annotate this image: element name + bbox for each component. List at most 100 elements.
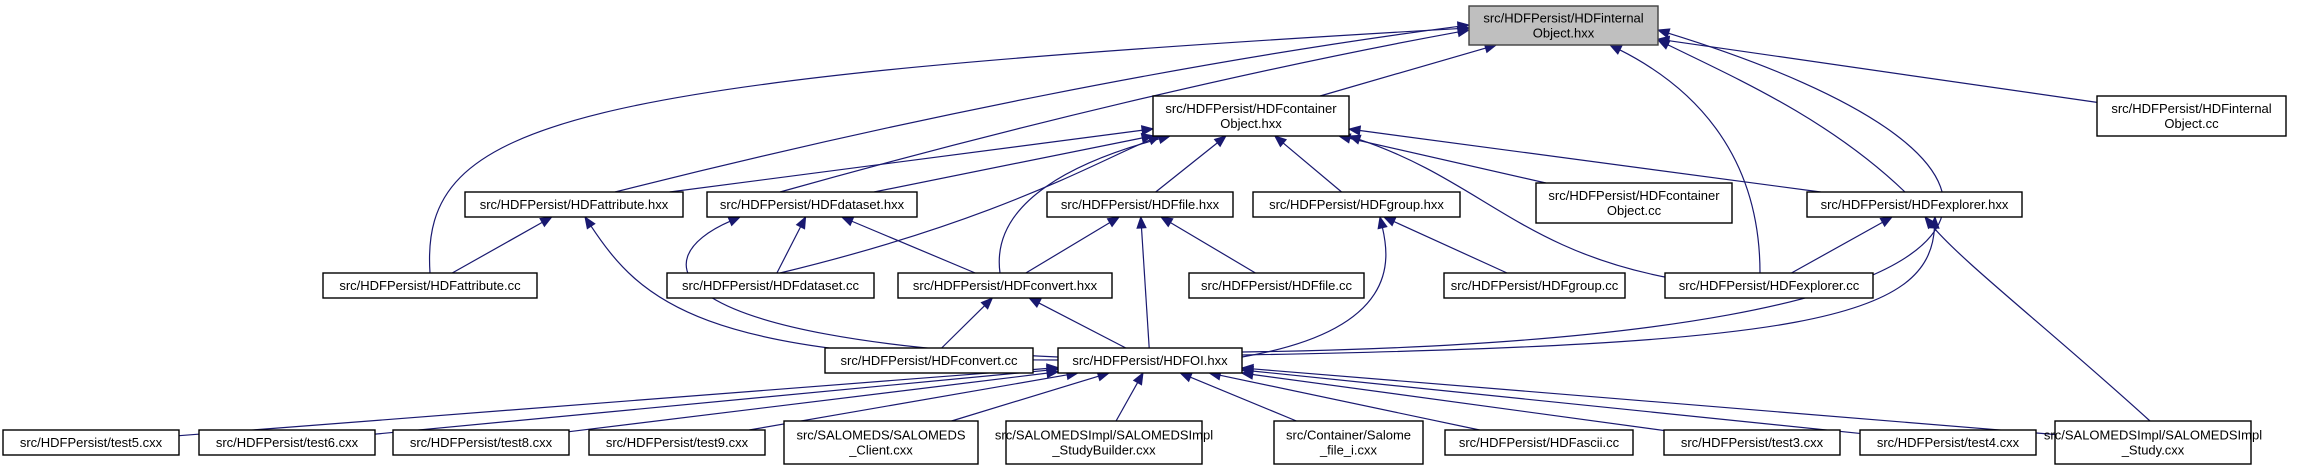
edge-line	[873, 137, 1144, 193]
arrowhead-icon	[1136, 215, 1147, 229]
node-box	[1664, 272, 1874, 299]
edge-line	[1791, 221, 1884, 274]
node-test4[interactable]: src/HDFPersist/test4.cxx	[1859, 429, 2037, 456]
node-box	[706, 191, 918, 218]
edge-line	[1218, 374, 1480, 431]
edge-salomeds_client-to-OI_hxx	[951, 371, 1111, 422]
arrowhead-icon	[1132, 371, 1144, 386]
node-explorer-cc[interactable]: src/HDFPersist/HDFexplorer.cc	[1664, 272, 1874, 299]
node-OI-hxx[interactable]: src/HDFPersist/HDFOI.hxx	[1057, 347, 1243, 374]
node-dataset-cc[interactable]: src/HDFPersist/HDFdataset.cc	[666, 272, 875, 299]
edge-file_hxx-to-containerObject_hxx	[1155, 135, 1227, 193]
node-box	[2, 429, 180, 456]
edge-attribute_hxx-to-containerObject_hxx	[669, 125, 1155, 193]
edge-test8-to-OI_hxx	[568, 367, 1060, 433]
node-file-cc[interactable]: src/HDFPersist/HDFfile.cc	[1188, 272, 1365, 299]
edge-explorer_cc-to-containerObject_hxx	[1347, 134, 1671, 279]
edge-line	[1282, 141, 1342, 193]
edges-layer	[178, 21, 2151, 437]
edge-attribute_cc-to-internalObject_hxx	[428, 23, 1471, 274]
node-salome-file[interactable]: src/Container/Salome_file_i.cxx	[1273, 420, 1424, 465]
node-ascii-cc[interactable]: src/HDFPersist/HDFascii.cc	[1444, 429, 1634, 456]
node-label: src/HDFPersist/HDFOI.hxx	[1072, 353, 1228, 368]
node-box	[588, 429, 766, 456]
node-label: src/HDFPersist/test8.cxx	[410, 435, 553, 450]
arrowhead-icon	[1240, 363, 1254, 375]
node-label: src/SALOMEDS/SALOMEDS	[796, 428, 965, 443]
node-box	[322, 272, 538, 299]
arrowhead-icon	[1213, 135, 1227, 148]
node-file-hxx[interactable]: src/HDFPersist/HDFfile.hxx	[1046, 191, 1234, 218]
edge-line	[1251, 370, 1861, 435]
node-label: src/HDFPersist/HDFexplorer.cc	[1679, 278, 1860, 293]
edge-line	[998, 137, 1161, 274]
node-label: src/HDFPersist/HDFattribute.hxx	[480, 197, 669, 212]
edge-line	[1115, 381, 1139, 422]
node-attribute-hxx[interactable]: src/HDFPersist/HDFattribute.hxx	[464, 191, 684, 218]
node-label: Object.hxx	[1220, 116, 1282, 131]
node-convert-cc[interactable]: src/HDFPersist/HDFconvert.cc	[824, 347, 1034, 374]
arrowhead-icon	[1656, 28, 1671, 39]
node-explorer-hxx[interactable]: src/HDFPersist/HDFexplorer.hxx	[1806, 191, 2023, 218]
node-test3[interactable]: src/HDFPersist/test3.cxx	[1663, 429, 1841, 456]
node-label: src/HDFPersist/test6.cxx	[216, 435, 359, 450]
edge-OI_hxx-to-internalObject_hxx	[1241, 28, 1945, 353]
edge-line	[850, 220, 976, 274]
edge-containerObject_hxx-to-internalObject_hxx	[1319, 43, 1498, 97]
node-test8[interactable]: src/HDFPersist/test8.cxx	[392, 429, 570, 456]
node-label: src/HDFPersist/test9.cxx	[606, 435, 749, 450]
arrowhead-icon	[980, 297, 994, 310]
edge-study-to-explorer_hxx	[1924, 215, 2151, 422]
edge-attribute_cc-to-attribute_hxx	[451, 216, 553, 274]
node-label: src/HDFPersist/HDFcontainer	[1548, 188, 1720, 203]
arrowhead-icon	[1608, 44, 1623, 55]
node-test6[interactable]: src/HDFPersist/test6.cxx	[198, 429, 376, 456]
edge-convert_hxx-to-dataset_hxx	[840, 216, 976, 274]
arrowhead-icon	[1377, 215, 1388, 230]
node-group-cc[interactable]: src/HDFPersist/HDFgroup.cc	[1443, 272, 1626, 299]
edge-line	[178, 367, 1049, 437]
node-group-hxx[interactable]: src/HDFPersist/HDFgroup.hxx	[1252, 191, 1461, 218]
node-study[interactable]: src/SALOMEDSImpl/SALOMEDSImpl_Study.cxx	[2044, 420, 2262, 465]
node-label: src/HDFPersist/test4.cxx	[1877, 435, 2020, 450]
edge-dataset_cc-to-dataset_hxx	[776, 215, 807, 274]
node-test5[interactable]: src/HDFPersist/test5.cxx	[2, 429, 180, 456]
edge-line	[1251, 373, 1665, 432]
node-label: src/HDFPersist/HDFattribute.cc	[339, 278, 521, 293]
edge-explorer_cc-to-explorer_hxx	[1791, 216, 1894, 274]
node-dataset-hxx[interactable]: src/HDFPersist/HDFdataset.hxx	[706, 191, 918, 218]
edge-salome_file-to-OI_hxx	[1179, 372, 1297, 422]
node-label: src/HDFPersist/HDFcontainer	[1165, 101, 1337, 116]
node-salomeds-client[interactable]: src/SALOMEDS/SALOMEDS_Client.cxx	[783, 420, 979, 465]
arrowhead-icon	[1656, 39, 1671, 50]
edge-line	[776, 225, 802, 274]
node-box	[666, 272, 875, 299]
node-box	[1444, 429, 1634, 456]
node-studybuilder[interactable]: src/SALOMEDSImpl/SALOMEDSImpl_StudyBuild…	[995, 420, 1213, 465]
edge-line	[669, 129, 1144, 193]
edge-line	[1241, 32, 1945, 353]
node-convert-hxx[interactable]: src/HDFPersist/HDFconvert.hxx	[897, 272, 1113, 299]
node-box	[1005, 420, 1203, 465]
arrowhead-icon	[1106, 216, 1121, 228]
node-box	[824, 347, 1034, 374]
node-box	[464, 191, 684, 218]
node-label: src/HDFPersist/HDFascii.cc	[1459, 435, 1620, 450]
edge-line	[779, 139, 1151, 274]
node-test9[interactable]: src/HDFPersist/test9.cxx	[588, 429, 766, 456]
node-attribute-cc[interactable]: src/HDFPersist/HDFattribute.cc	[322, 272, 538, 299]
node-box	[2054, 420, 2252, 465]
edge-internalObject_cc-to-internalObject_hxx	[1656, 35, 2098, 103]
arrowhead-icon	[584, 215, 596, 230]
node-label: Object.cc	[2164, 116, 2219, 131]
node-box	[1535, 182, 1733, 224]
edge-line	[1358, 129, 1821, 193]
edge-line	[1930, 224, 2151, 422]
node-label: src/HDFPersist/HDFgroup.cc	[1451, 278, 1619, 293]
node-box	[1273, 420, 1424, 465]
